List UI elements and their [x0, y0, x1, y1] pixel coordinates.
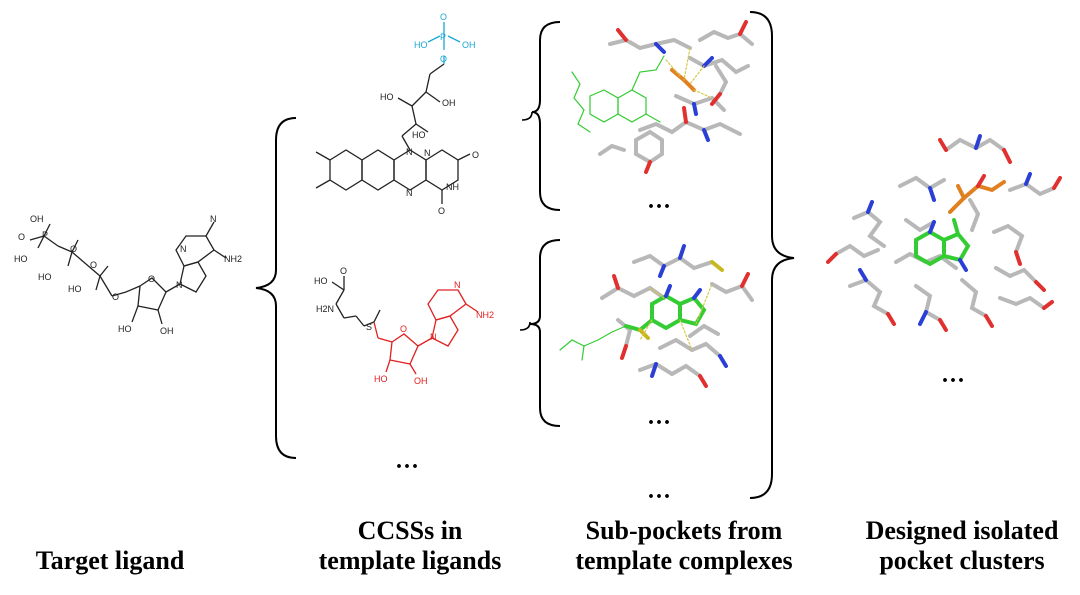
atom-label: NH2 — [224, 254, 242, 264]
atom-label: H2N — [316, 304, 334, 314]
ccss-sam-adenosine-labels: O HO OH N N NH2 — [374, 280, 494, 386]
ellipsis-subpocket-2: ... — [648, 404, 672, 430]
atom-label: O — [340, 266, 347, 276]
atom-label: N — [424, 148, 431, 158]
ccss-riboflavin-structure — [315, 63, 471, 204]
ellipsis-subpocket-1: ... — [648, 188, 672, 214]
atom-label: OH — [442, 98, 456, 108]
atom-label: HO — [38, 272, 52, 282]
atom-label: N — [406, 147, 413, 157]
atom-label: HO — [380, 92, 394, 102]
caption-text: CCSSs in — [357, 516, 463, 545]
atom-label: HO — [414, 40, 428, 50]
atom-label: O — [400, 324, 407, 334]
atom-label: O — [70, 244, 77, 254]
caption-text: template ligands — [318, 546, 502, 575]
caption-target-ligand: Target ligand — [20, 546, 200, 576]
atom-label: OH — [30, 214, 44, 224]
ellipsis-ccss: ... — [396, 448, 420, 474]
atom-label: O — [112, 292, 119, 302]
atom-label: N — [210, 214, 217, 224]
atom-label: N — [176, 280, 183, 290]
subpocket-bracket-bottom — [529, 239, 561, 427]
ccss-riboflavin-phosphate — [427, 22, 461, 64]
target-ligand-structure — [29, 221, 227, 325]
atom-label: HO — [374, 374, 388, 384]
atom-label: O — [440, 12, 447, 22]
atom-label: O — [18, 232, 25, 242]
caption-text: template complexes — [575, 546, 793, 575]
atom-label: O — [90, 260, 97, 270]
atom-label: O — [472, 150, 479, 160]
atom-label: NH2 — [476, 310, 494, 320]
caption-sub-pockets: Sub-pockets from template complexes — [556, 516, 812, 576]
atom-label: HO — [314, 276, 328, 286]
ellipsis-designed: ... — [942, 362, 966, 388]
connector-ccss-to-subpocket-2 — [519, 321, 531, 331]
connector-ccss-to-subpocket-1 — [521, 111, 533, 121]
atom-label: HO — [68, 284, 82, 294]
caption-text: Designed isolated — [865, 516, 1059, 545]
atom-label: P — [42, 230, 48, 240]
atom-label: O — [148, 274, 155, 284]
caption-ccss: CCSSs in template ligands — [290, 516, 530, 576]
atom-label: HO — [14, 254, 28, 264]
atom-label: N — [454, 280, 461, 290]
ccss-riboflavin-labels: N N N NH O O HO OH HO — [380, 92, 479, 216]
target-ligand-labels: OH O P HO O HO O HO O O HO OH N N N NH2 — [14, 214, 242, 336]
ccss-sam-adenosine — [373, 289, 479, 375]
atom-label: HO — [412, 130, 426, 140]
ccss-sam-labels: HO O H2N S — [314, 266, 372, 332]
atom-label: S — [366, 322, 372, 332]
caption-designed-clusters: Designed isolated pocket clusters — [852, 516, 1072, 576]
left-brace — [255, 117, 297, 459]
subpocket-1-model — [571, 20, 754, 174]
atom-label: OH — [160, 326, 174, 336]
caption-text: Target ligand — [35, 546, 185, 575]
atom-label: O — [440, 54, 447, 64]
atom-label: O — [438, 206, 445, 216]
atom-label: N — [430, 332, 437, 342]
designed-pocket-cluster-model — [826, 134, 1062, 332]
subpocket-2-model — [559, 244, 754, 388]
atom-label: N — [180, 244, 187, 254]
atom-label: NH — [446, 182, 459, 192]
ccss-riboflavin-phosphate-labels: O HO P OH O — [414, 12, 476, 64]
caption-text: pocket clusters — [879, 546, 1045, 575]
atom-label: HO — [118, 324, 132, 334]
atom-label: N — [406, 188, 413, 198]
atom-label: OH — [462, 40, 476, 50]
ccss-sam-structure — [331, 276, 381, 327]
ellipsis-subpocket-3: ... — [648, 478, 672, 504]
right-brace — [749, 11, 795, 499]
atom-label: OH — [414, 376, 428, 386]
subpocket-bracket-top — [531, 21, 561, 211]
caption-text: Sub-pockets from — [585, 516, 783, 545]
atom-label: P — [440, 32, 446, 42]
